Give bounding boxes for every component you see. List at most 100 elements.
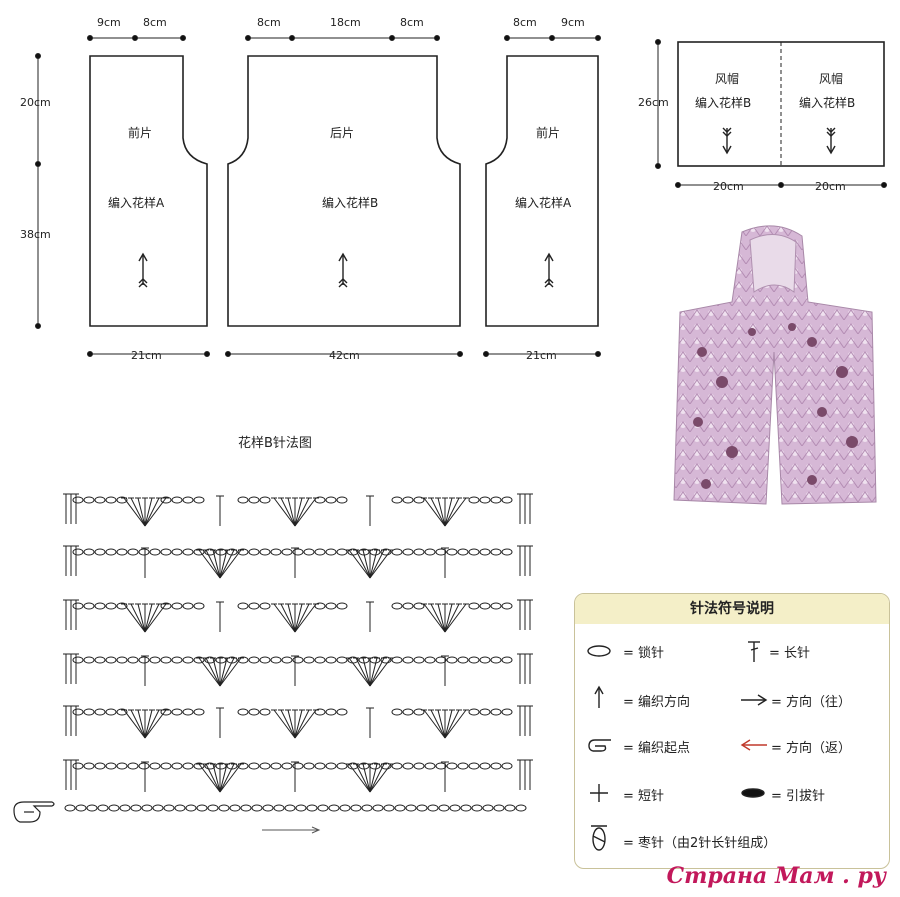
bobble-icon <box>591 825 607 851</box>
chain-stitch <box>402 496 414 504</box>
double-crochet-stitch <box>369 763 378 793</box>
chain-stitch <box>435 656 447 664</box>
chain-stitch <box>501 762 513 770</box>
chain-stitch <box>501 496 513 504</box>
double-crochet-stitch <box>437 603 446 633</box>
front-left-outline <box>89 55 208 327</box>
double-crochet-stitch <box>212 549 221 579</box>
dim-label: 20cm <box>815 180 846 193</box>
double-crochet-stitch <box>287 709 296 739</box>
chain-stitch <box>207 804 219 812</box>
double-crochet-stitch <box>362 657 371 687</box>
chain-stitch <box>83 762 95 770</box>
up-arrow-icon <box>338 252 348 288</box>
chain-stitch <box>325 762 337 770</box>
legend-item: = 方向（往） <box>771 695 852 710</box>
double-crochet-stitch <box>287 603 296 633</box>
dim-label: 8cm <box>400 16 424 29</box>
chain-stitch <box>72 548 84 556</box>
chain-stitch <box>413 762 425 770</box>
legend-item: = 编织方向 <box>623 695 691 710</box>
chain-stitch <box>160 548 172 556</box>
chain-stitch <box>292 656 304 664</box>
double-crochet-stitch <box>137 709 146 739</box>
direction-arrow-right-icon <box>262 826 321 834</box>
legend-item: = 枣针（由2针长针组成） <box>623 836 777 851</box>
chain-stitch <box>94 762 106 770</box>
double-crochet-stitch <box>144 709 167 739</box>
chain-stitch <box>259 496 271 504</box>
chain-stitch <box>490 708 502 716</box>
piece-name: 风帽 <box>715 72 740 86</box>
chain-stitch <box>361 804 373 812</box>
dim-label: 9cm <box>561 16 585 29</box>
legend-item: = 引拔针 <box>771 789 826 804</box>
double-crochet-stitch <box>355 763 371 793</box>
chain-stitch <box>325 708 337 716</box>
chain-stitch <box>490 656 502 664</box>
chain-stitch <box>149 762 161 770</box>
chain-stitch <box>501 708 513 716</box>
chain-stitch <box>174 804 186 812</box>
chain-stitch <box>116 548 128 556</box>
legend-title: 针法符号说明 <box>575 594 889 624</box>
chain-stitch <box>105 496 117 504</box>
double-crochet-stitch <box>444 709 467 739</box>
chain-stitch <box>193 762 205 770</box>
chain-stitch <box>402 708 414 716</box>
double-crochet-stitch <box>294 497 317 527</box>
double-crochet-stitch <box>430 709 446 739</box>
chain-stitch <box>72 656 84 664</box>
chain-stitch <box>182 548 194 556</box>
double-crochet-stitch <box>205 763 221 793</box>
double-crochet-stitch <box>369 549 392 579</box>
chain-stitch <box>182 708 194 716</box>
double-crochet-stitch <box>294 709 303 739</box>
dim-label: 21cm <box>131 349 162 362</box>
double-crochet-stitch <box>144 603 160 633</box>
chain-stitch <box>457 548 469 556</box>
chain-stitch <box>435 548 447 556</box>
chain-stitch <box>295 804 307 812</box>
chain-stitch <box>468 762 480 770</box>
double-crochet-stitch <box>280 603 296 633</box>
chain-stitch <box>182 656 194 664</box>
double-crochet-stitch <box>144 709 160 739</box>
double-crochet-stitch <box>287 497 296 527</box>
chain-stitch <box>413 656 425 664</box>
chain-stitch <box>405 804 417 812</box>
chain-stitch <box>479 656 491 664</box>
chain-stitch <box>240 804 252 812</box>
double-crochet-stitch <box>273 603 296 633</box>
double-crochet-stitch <box>137 603 146 633</box>
chain-stitch <box>83 602 95 610</box>
double-crochet-stitch <box>294 709 310 739</box>
chain-stitch <box>460 804 472 812</box>
chain-stitch <box>204 762 216 770</box>
double-crochet-stitch <box>437 497 446 527</box>
chain-stitch <box>160 602 172 610</box>
left-arrow-red-icon <box>740 739 767 751</box>
piece-pattern: 编入花样B <box>695 96 752 110</box>
dim-label: 18cm <box>330 16 361 29</box>
double-crochet-stitch <box>198 657 221 687</box>
chain-stitch <box>270 762 282 770</box>
chain-stitch <box>336 548 348 556</box>
double-crochet-stitch <box>198 763 221 793</box>
chain-stitch <box>94 656 106 664</box>
chain-stitch <box>259 762 271 770</box>
double-crochet-stitch <box>369 763 385 793</box>
chain-stitch <box>336 708 348 716</box>
chain-stitch <box>424 656 436 664</box>
double-crochet-stitch <box>130 603 146 633</box>
chain-stitch <box>303 656 315 664</box>
chain-stitch <box>83 496 95 504</box>
chain-stitch <box>501 656 513 664</box>
double-crochet-stitch <box>444 497 460 527</box>
double-crochet-stitch <box>294 497 310 527</box>
chain-stitch <box>490 496 502 504</box>
chain-stitch <box>94 708 106 716</box>
chain-stitch <box>116 762 128 770</box>
chain-stitch <box>83 708 95 716</box>
double-crochet-stitch <box>444 497 453 527</box>
